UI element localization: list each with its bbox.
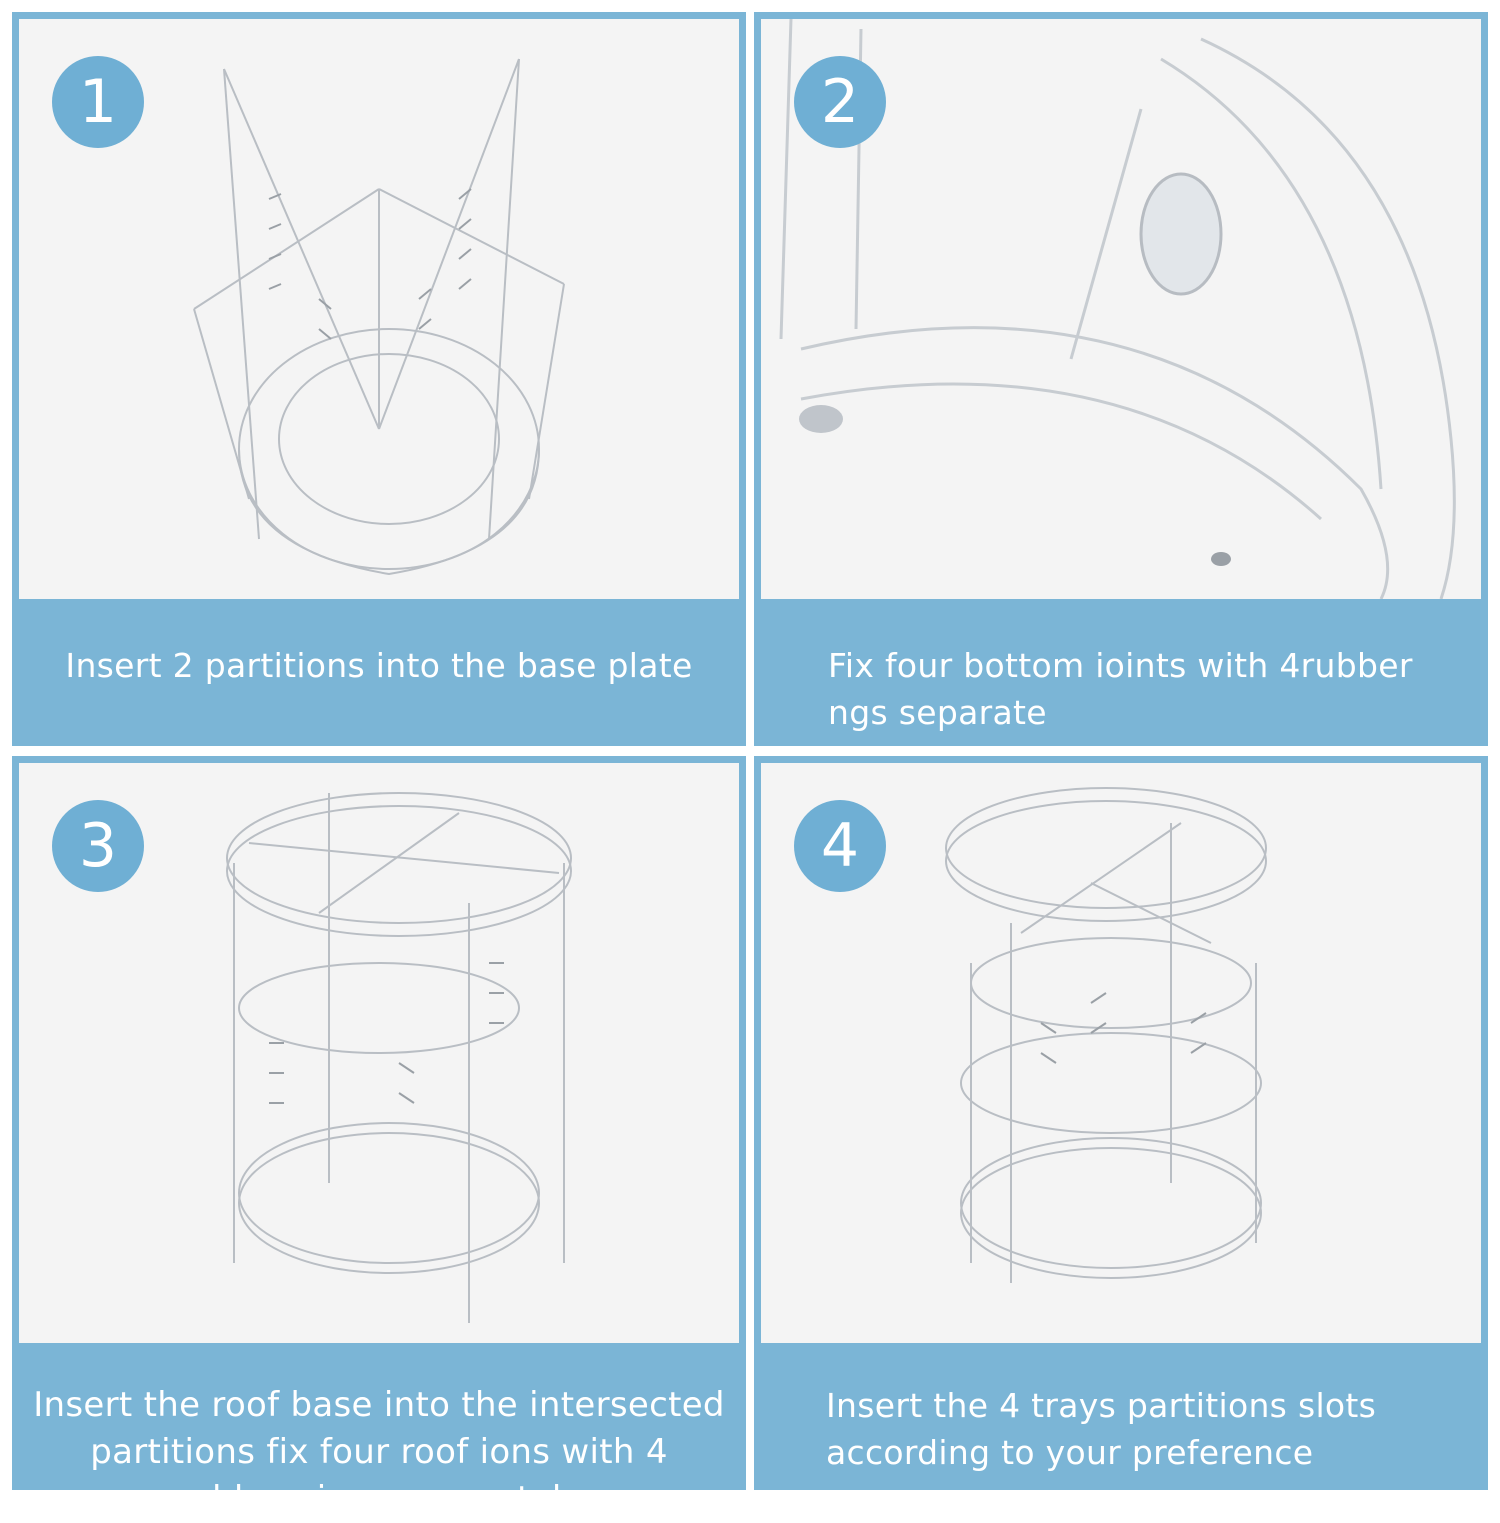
- step-number-badge: 4: [794, 800, 886, 892]
- step-number-badge: 3: [52, 800, 144, 892]
- bottom-joint-closeup-illustration: [779, 19, 1456, 599]
- step-3-caption: Insert the roof base into the intersecte…: [33, 1385, 725, 1519]
- trays-inserted-illustration: [945, 787, 1267, 1283]
- step-1-panel: 1 Insert 2 partitions into the base plat…: [12, 12, 746, 746]
- step-2-panel: 2 Fix four bottom ioints with 4rubber ng…: [754, 12, 1488, 746]
- step-3-panel: 3 Insert the roof base into the intersec…: [12, 756, 746, 1519]
- step-4-caption: Insert the 4 trays partitions slots acco…: [826, 1386, 1377, 1472]
- partitions-in-base-illustration: [193, 58, 565, 576]
- step-2-photo: [761, 19, 1481, 599]
- step-number-badge: 2: [794, 56, 886, 148]
- step-number-badge: 1: [52, 56, 144, 148]
- step-1-caption: Insert 2 partitions into the base plate: [65, 646, 693, 685]
- roof-base-assembly-illustration: [226, 792, 572, 1323]
- step-2-caption: Fix four bottom ioints with 4rubber ngs …: [828, 646, 1413, 732]
- step-4-panel: 4 Insert the 4 trays partitions slots ac…: [754, 756, 1488, 1490]
